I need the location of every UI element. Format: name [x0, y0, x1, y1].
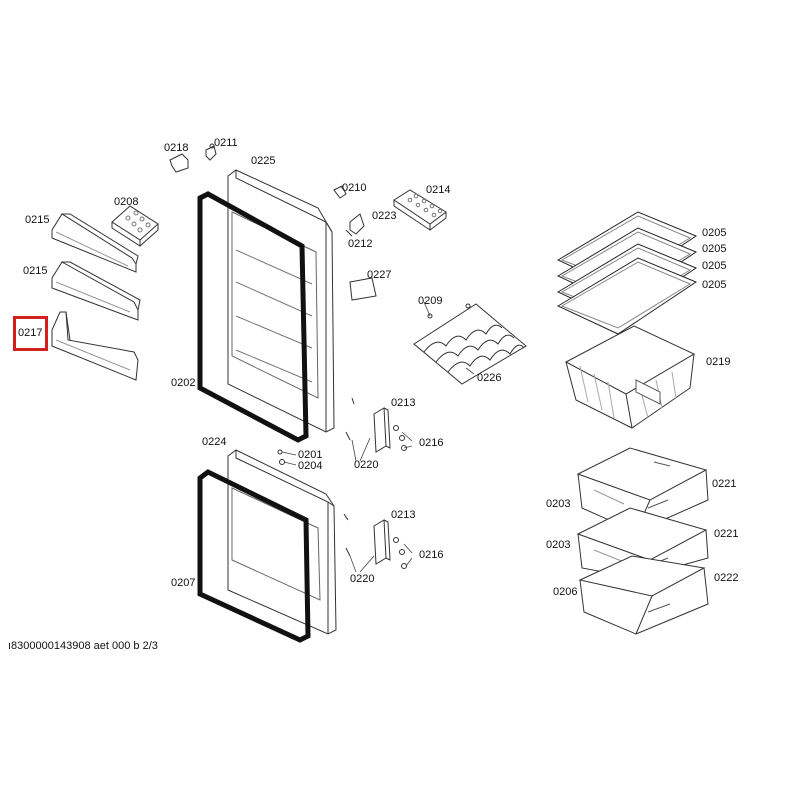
freezer-shelves: [556, 211, 698, 335]
label-0217: 0217: [18, 327, 43, 339]
label-0216-upper: 0216: [419, 437, 444, 449]
label-0227: 0227: [367, 269, 392, 281]
label-plate-0227: [349, 277, 377, 301]
egg-tray: [111, 205, 159, 247]
label-0225: 0225: [251, 155, 276, 167]
label-0205-d: 0205: [702, 279, 727, 291]
part-0223-0212: [345, 213, 365, 237]
upper-door: [227, 169, 335, 433]
lower-door-hardware: [277, 449, 407, 569]
label-0213-lower: 0213: [391, 509, 416, 521]
label-0210: 0210: [342, 182, 367, 194]
leader-lines: [281, 185, 475, 573]
door-shelf-lower: [51, 311, 139, 381]
label-0201: 0201: [298, 449, 323, 461]
label-0219: 0219: [706, 356, 731, 368]
upper-door-gasket: [197, 191, 309, 443]
label-0204: 0204: [298, 460, 323, 472]
label-0215-middle: 0215: [23, 265, 48, 277]
lower-door: [227, 449, 337, 635]
freezer-drawer-lower: [578, 555, 709, 635]
label-0211: 0211: [214, 137, 238, 149]
label-0206: 0206: [553, 586, 578, 598]
label-0216-lower: 0216: [419, 549, 444, 561]
drawing-reference: ı8300000143908 aet 000 b 2/3: [8, 640, 158, 652]
lower-door-gasket: [197, 469, 311, 643]
label-0214: 0214: [426, 184, 451, 196]
label-0205-b: 0205: [702, 243, 727, 255]
label-0221-lower: 0221: [714, 528, 739, 540]
freezer-drawer-upper: [576, 447, 709, 533]
label-0202: 0202: [171, 377, 196, 389]
label-0215-upper: 0215: [25, 214, 50, 226]
label-0213-upper: 0213: [391, 397, 416, 409]
label-0212: 0212: [348, 238, 373, 250]
hinge-cover-0218: [169, 153, 189, 173]
label-0223: 0223: [372, 210, 397, 222]
label-0208: 0208: [114, 196, 139, 208]
label-0220-lower: 0220: [350, 573, 375, 585]
highlight-box: [13, 316, 48, 351]
door-shelf-upper: [51, 213, 139, 273]
label-0209: 0209: [418, 295, 443, 307]
ice-cube-tray: [393, 189, 447, 231]
label-0220-upper: 0220: [354, 459, 379, 471]
handle-bracket-upper: [345, 397, 407, 453]
label-0205-c: 0205: [702, 260, 727, 272]
label-0224: 0224: [202, 436, 227, 448]
label-0221-upper: 0221: [712, 478, 737, 490]
hinge-0211: [205, 143, 217, 161]
freezer-basket: [564, 325, 696, 429]
label-0203-lower: 0203: [546, 539, 571, 551]
wine-rack-0226: [413, 303, 527, 385]
door-shelf-middle: [51, 261, 141, 321]
label-0222: 0222: [714, 572, 739, 584]
label-0226: 0226: [477, 372, 502, 384]
label-0205-a: 0205: [702, 227, 727, 239]
label-0207: 0207: [171, 577, 196, 589]
label-0218: 0218: [164, 142, 189, 154]
label-0203-upper: 0203: [546, 498, 571, 510]
